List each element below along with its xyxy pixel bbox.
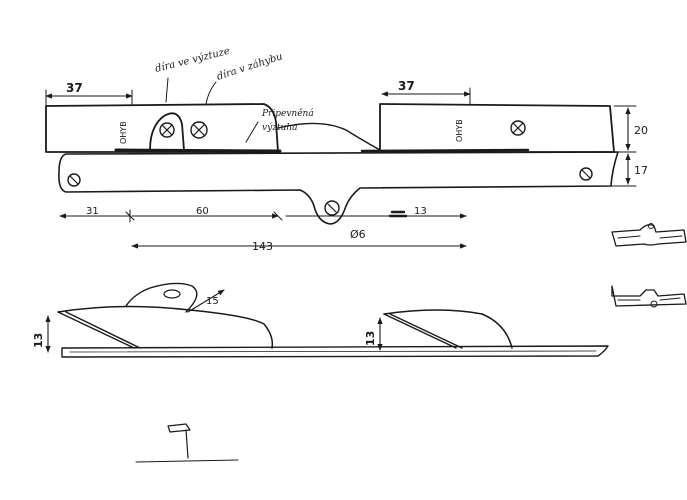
scribble [388,210,408,218]
loop-hole [163,289,181,299]
upper-right-plate [379,103,615,153]
dim-seg-mid: 60 [196,206,209,217]
dim-side-angle: 15 [206,296,219,307]
note-strap-2: výztuha [262,122,298,133]
note-strap-1: Připevněná [261,108,314,119]
base-rail [61,345,609,358]
plate-bulge [149,112,185,151]
dim-span-total: 143 [252,240,273,253]
dim-top-left: 37 [66,81,83,95]
fold-line [114,148,282,153]
side-view: 15 13 13 [32,282,609,358]
hole-strap-right [579,167,593,181]
leader-strap [245,121,259,143]
dim-side-left: 13 [32,333,45,348]
dim-hole-diameter: Ø6 [350,228,366,241]
left-loop [125,282,198,313]
left-wedge-strut [57,311,141,349]
dim-height-lower: 17 [634,164,648,177]
detail-sketch-1 [611,223,687,247]
dim-top-right: 37 [398,79,415,93]
right-wedge-strut [383,313,463,349]
hole-fold [190,121,208,139]
hole-right-plate [510,120,526,136]
dim-seg-right: 13 [414,206,427,217]
notes: díra ve výztuze díra v záhybu Připevněná… [154,46,314,143]
upper-left-plate [45,103,279,153]
left-wedge [57,305,274,349]
fold-label-left: OHYB [119,121,128,144]
small-post-sketch [135,423,239,463]
dim-seg-left: 31 [86,206,99,217]
plate-transition [277,122,381,151]
detail-sketch-2 [611,285,687,308]
angle-arrow [187,289,225,313]
hole-strap-centre [324,200,340,216]
top-view: OHYB OHYB [45,103,619,225]
fold-label-right: OHYB [455,119,464,142]
dimensions-top: 37 37 20 17 31 60 13 Ø6 143 [45,79,648,253]
dim-side-right: 13 [364,331,377,346]
leader-fold [205,81,217,105]
dim-height-upper: 20 [634,124,648,137]
leader-bulge [165,77,169,103]
base-rail-inner [69,350,597,353]
hole-strap-left [67,173,81,187]
lower-strap-outline [58,151,619,225]
right-wedge [383,309,513,349]
fold-line-right [360,148,530,153]
hole-bulge [159,122,175,138]
